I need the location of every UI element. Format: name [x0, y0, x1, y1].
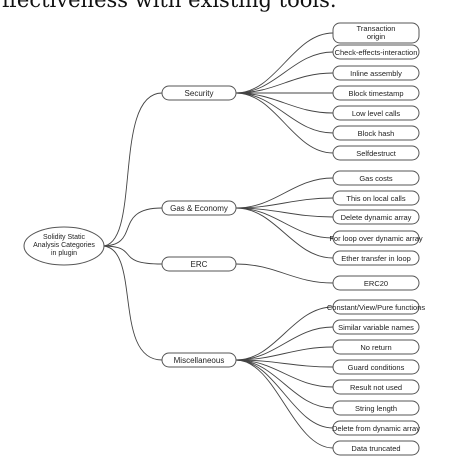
item-node-transaction-origin — [332, 22, 420, 44]
branch-root-to-erc — [101, 245, 163, 265]
item-label-similar-variable-names: Similar variable names — [338, 323, 414, 332]
item-node-for-loop-over-dynamic-array — [332, 230, 420, 246]
item-node-selfdestruct — [332, 145, 420, 161]
category-label-miscellaneous: Miscellaneous — [174, 356, 225, 365]
item-node-string-length — [332, 400, 420, 416]
item-label-transaction-origin: Transaction — [357, 24, 396, 33]
branch-security-to-block-hash — [235, 92, 334, 134]
branch-security-to-low-level-calls — [235, 92, 334, 114]
branch-miscellaneous-to-no-return — [235, 346, 334, 361]
category-node-gas-economy — [161, 200, 237, 216]
item-label-check-effects-interaction: Check-effects-interaction — [335, 48, 418, 57]
item-node-block-timestamp — [332, 85, 420, 101]
category-node-erc — [161, 256, 237, 272]
branch-miscellaneous-to-delete-from-dynamic-array — [235, 359, 334, 429]
item-node-similar-variable-names — [332, 319, 420, 335]
item-label-string-length: String length — [355, 404, 397, 413]
branch-miscellaneous-to-similar-variable-names — [235, 326, 334, 361]
item-label-low-level-calls: Low level calls — [352, 109, 401, 118]
item-label-block-timestamp: Block timestamp — [348, 89, 403, 98]
item-node-check-effects-interaction — [332, 44, 420, 60]
root-label-line: Analysis Categories — [33, 242, 95, 249]
item-label-block-hash: Block hash — [358, 129, 395, 138]
branch-erc-to-erc20 — [235, 263, 334, 284]
branch-miscellaneous-to-string-length — [235, 359, 334, 409]
item-label-erc20: ERC20 — [364, 279, 388, 288]
item-node-low-level-calls — [332, 105, 420, 121]
branch-security-to-inline-assembly — [235, 72, 334, 94]
item-node-constant-view-pure-functions — [332, 299, 420, 315]
branch-gas-economy-to-for-loop-over-dynamic-array — [235, 207, 334, 239]
item-node-delete-from-dynamic-array — [332, 420, 420, 436]
root-node — [23, 226, 105, 266]
branch-miscellaneous-to-constant-view-pure-functions — [235, 306, 334, 361]
branch-gas-economy-to-this-on-local-calls — [235, 197, 334, 209]
category-node-miscellaneous — [161, 352, 237, 368]
branch-gas-economy-to-delete-dynamic-array — [235, 207, 334, 218]
item-label-ether-transfer-in-loop: Ether transfer in loop — [341, 254, 411, 263]
branch-gas-economy-to-ether-transfer-in-loop — [235, 207, 334, 259]
item-node-data-truncated — [332, 440, 420, 456]
caption-text: ffectiveness with existing tools. — [2, 0, 337, 12]
category-label-erc: ERC — [191, 260, 208, 269]
item-node-result-not-used — [332, 379, 420, 395]
root-label-line: in plugin — [51, 250, 77, 257]
item-label-data-truncated: Data truncated — [351, 444, 400, 453]
branch-security-to-selfdestruct — [235, 92, 334, 154]
item-label-this-on-local-calls: This on local calls — [346, 194, 405, 203]
item-label-for-loop-over-dynamic-array: For loop over dynamic array — [329, 234, 423, 243]
category-label-gas-economy: Gas & Economy — [170, 204, 228, 213]
branch-miscellaneous-to-result-not-used — [235, 359, 334, 388]
branch-root-to-miscellaneous — [101, 245, 163, 361]
category-node-security — [161, 85, 237, 101]
item-label-transaction-origin: origin — [367, 32, 385, 41]
item-node-this-on-local-calls — [332, 190, 420, 206]
item-label-delete-dynamic-array: Delete dynamic array — [341, 213, 412, 222]
item-label-no-return: No return — [360, 343, 391, 352]
item-label-gas-costs: Gas costs — [359, 174, 393, 183]
item-node-no-return — [332, 339, 420, 355]
item-node-inline-assembly — [332, 65, 420, 81]
category-label-security: Security — [185, 89, 214, 98]
item-node-block-hash — [332, 125, 420, 141]
branch-security-to-check-effects-interaction — [235, 51, 334, 94]
caption-fragment: ffectiveness with existing tools. — [0, 0, 474, 40]
branch-miscellaneous-to-guard-conditions — [235, 359, 334, 368]
item-label-selfdestruct: Selfdestruct — [356, 149, 397, 158]
item-label-constant-view-pure-functions: Constant/View/Pure functions — [327, 303, 426, 312]
item-node-delete-dynamic-array — [332, 209, 420, 225]
branch-root-to-gas-economy — [101, 207, 163, 247]
item-node-erc20 — [332, 275, 420, 291]
branch-gas-economy-to-gas-costs — [235, 177, 334, 209]
item-node-ether-transfer-in-loop — [332, 250, 420, 266]
branch-root-to-security — [101, 92, 163, 247]
branch-miscellaneous-to-data-truncated — [235, 359, 334, 449]
item-label-guard-conditions: Guard conditions — [348, 363, 405, 372]
item-label-result-not-used: Result not used — [350, 383, 402, 392]
item-node-guard-conditions — [332, 359, 420, 375]
item-label-delete-from-dynamic-array: Delete from dynamic array — [332, 424, 420, 433]
branch-security-to-transaction-origin — [235, 32, 334, 94]
item-node-gas-costs — [332, 170, 420, 186]
item-label-inline-assembly: Inline assembly — [350, 69, 402, 78]
root-label-line: Solidity Static — [43, 234, 86, 241]
